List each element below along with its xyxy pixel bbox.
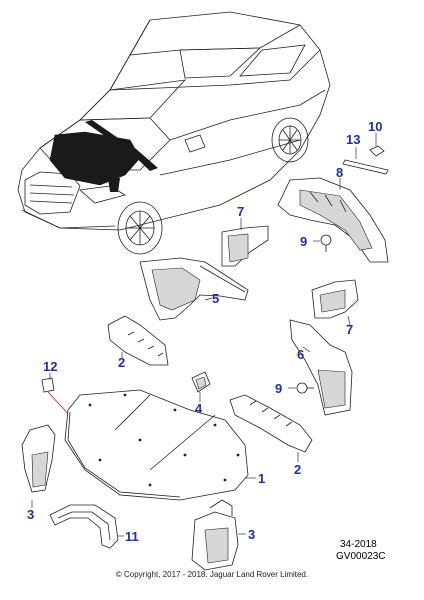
copyright-notice: © Copyright, 2017 - 2018. Jaguar Land Ro…	[116, 570, 308, 579]
part-11-arch-liner	[49, 504, 124, 549]
part-2-trim-lower	[229, 394, 313, 462]
callout-11: 11	[125, 529, 139, 544]
part-2-trim-upper	[107, 315, 169, 366]
callout-1: 1	[258, 471, 265, 486]
part-1-hood-insulator	[64, 389, 256, 501]
callout-2-lower: 2	[294, 462, 301, 477]
reference-code: 34-2018	[340, 539, 377, 550]
callout-10: 10	[368, 119, 382, 134]
hood-insulator-in-situ	[49, 131, 141, 186]
part-13-seal-strip	[342, 147, 389, 175]
part-6-panel	[289, 319, 353, 416]
callout-12: 12	[43, 359, 57, 374]
callout-5: 5	[212, 291, 219, 306]
part-7-bracket-lower	[311, 279, 359, 326]
callout-9-lower: 9	[275, 381, 282, 396]
callout-3-left: 3	[27, 507, 34, 522]
part-7-bracket-upper	[221, 218, 269, 267]
vehicle-illustration	[17, 11, 331, 255]
part-4-clip	[191, 371, 211, 402]
callout-8: 8	[336, 165, 343, 180]
drawing-number: GV00023C	[336, 551, 385, 562]
part-9-fastener-upper	[313, 234, 332, 252]
part-3-shield-right	[191, 499, 246, 571]
part-9-fastener-lower	[288, 382, 314, 394]
callout-4: 4	[195, 401, 203, 416]
callout-13: 13	[346, 132, 360, 147]
callout-7-upper: 7	[237, 204, 244, 219]
callout-7-lower: 7	[346, 322, 353, 337]
part-3-shield-left	[21, 424, 56, 508]
callout-2-upper: 2	[118, 355, 125, 370]
part-8-panel	[277, 177, 389, 263]
part-10-clip	[369, 133, 385, 157]
callout-6: 6	[297, 347, 304, 362]
callout-3-right: 3	[248, 527, 255, 542]
part-5-panel	[139, 257, 249, 321]
callout-9-upper: 9	[300, 234, 307, 249]
